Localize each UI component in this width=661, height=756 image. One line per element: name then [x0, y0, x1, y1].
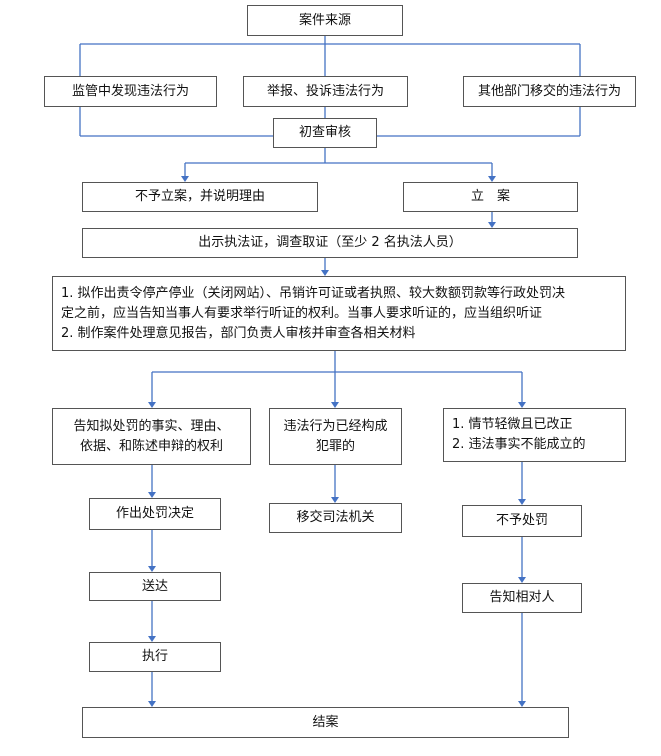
arrowhead	[518, 577, 526, 583]
node-decision: 作出处罚决定	[89, 498, 221, 530]
node-minor: 1. 情节轻微且已改正 2. 违法事实不能成立的	[443, 408, 626, 462]
node-crime: 违法行为已经构成 犯罪的	[269, 408, 402, 465]
node-notify-rights: 告知拟处罚的事实、理由、 依据、和陈述申辩的权利	[52, 408, 251, 465]
node-report-complaint: 举报、投诉违法行为	[243, 76, 408, 107]
node-execute: 执行	[89, 642, 221, 672]
node-transferred: 其他部门移交的违法行为	[463, 76, 636, 107]
node-no-penalty: 不予处罚	[462, 505, 582, 537]
node-close-case: 结案	[82, 707, 569, 738]
arrowhead	[148, 636, 156, 642]
arrowhead	[518, 402, 526, 408]
arrowhead	[148, 701, 156, 707]
arrowhead	[488, 176, 496, 182]
node-case-source: 案件来源	[247, 5, 403, 36]
hearing-line-3: 2. 制作案件处理意见报告，部门负责人审核并审查各相关材料	[61, 325, 416, 341]
hearing-line-2: 定之前，应当告知当事人有要求举行听证的权利。当事人要求听证的，应当组织听证	[61, 305, 543, 321]
node-notify-party: 告知相对人	[462, 583, 582, 613]
arrowhead	[181, 176, 189, 182]
crime-line-2: 犯罪的	[315, 438, 355, 454]
arrowhead	[518, 499, 526, 505]
hearing-line-1: 1. 拟作出责令停产停业（关闭网站）、吊销许可证或者执照、较大数额罚款等行政处罚…	[61, 285, 566, 301]
arrowhead	[148, 402, 156, 408]
arrowhead	[148, 492, 156, 498]
notify-rights-line-1: 告知拟处罚的事实、理由、	[73, 418, 230, 434]
node-register-case: 立 案	[403, 182, 578, 212]
node-investigate: 出示执法证，调查取证（至少 2 名执法人员）	[82, 228, 578, 258]
node-no-case: 不予立案，并说明理由	[82, 182, 318, 212]
node-judicial-transfer: 移交司法机关	[269, 503, 402, 533]
node-hearing-notice: 1. 拟作出责令停产停业（关闭网站）、吊销许可证或者执照、较大数额罚款等行政处罚…	[52, 276, 626, 351]
notify-rights-line-2: 依据、和陈述申辩的权利	[79, 438, 223, 454]
arrowhead	[488, 222, 496, 228]
arrowhead	[331, 402, 339, 408]
node-found-in-supervision: 监管中发现违法行为	[44, 76, 217, 107]
arrowhead	[321, 270, 329, 276]
arrowhead	[518, 701, 526, 707]
minor-line-1: 1. 情节轻微且已改正	[452, 417, 573, 432]
crime-line-1: 违法行为已经构成	[283, 418, 388, 434]
minor-line-2: 2. 违法事实不能成立的	[452, 437, 586, 452]
arrowhead	[331, 497, 339, 503]
node-preliminary-review: 初查审核	[273, 118, 377, 148]
arrowhead	[148, 566, 156, 572]
node-deliver: 送达	[89, 572, 221, 601]
